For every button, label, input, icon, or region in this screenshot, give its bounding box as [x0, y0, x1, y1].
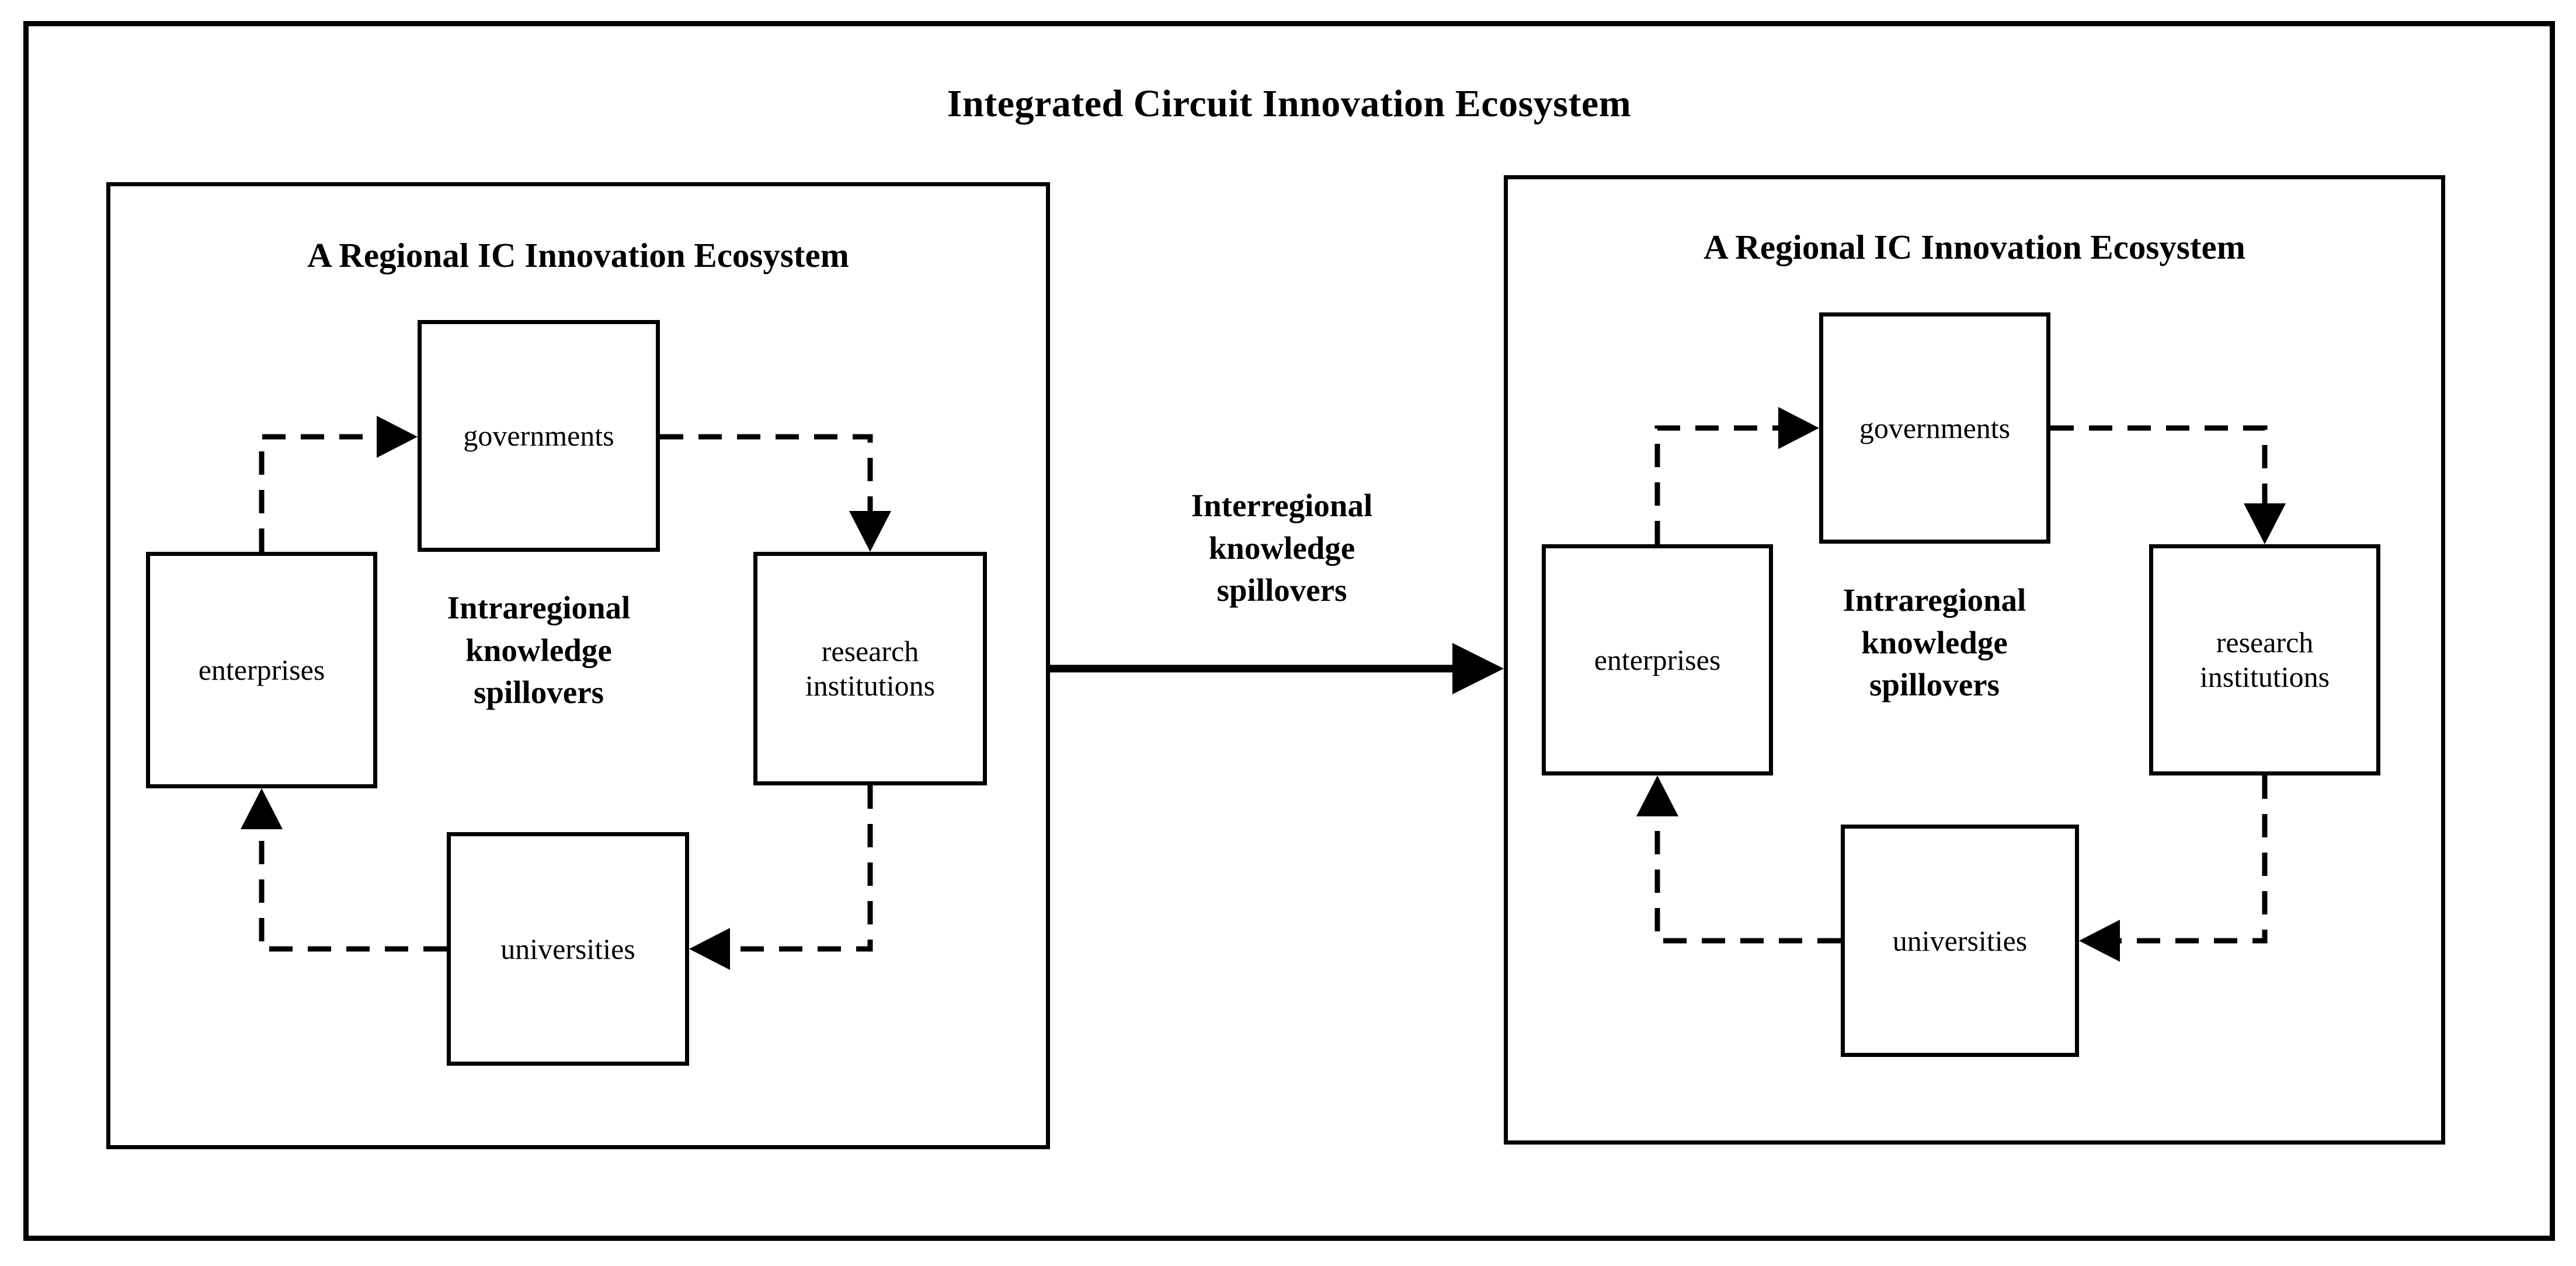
interregional-caption: Interregional knowledge spillovers	[1191, 488, 1373, 608]
node-universities-left[interactable]: universities	[447, 832, 689, 1066]
edge-enterprises-to-governments-right	[1654, 407, 1819, 544]
intraregional-caption-left: Intraregional knowledge spillovers	[447, 590, 631, 711]
node-enterprises-right[interactable]: enterprises	[1542, 544, 1773, 775]
node-enterprises-left[interactable]: enterprises	[146, 552, 377, 788]
node-universities-right[interactable]: universities	[1841, 825, 2079, 1057]
node-research-institutions-left[interactable]: research institutions	[753, 552, 987, 785]
page-title: Integrated Circuit Innovation Ecosystem	[947, 82, 1632, 125]
node-governments-left[interactable]: governments	[418, 320, 660, 552]
interregional-arrow	[1050, 643, 1504, 694]
edge-governments-to-research-left	[660, 434, 891, 552]
edge-universities-to-enterprises-right	[1636, 775, 1841, 944]
node-research-institutions-right[interactable]: research institutions	[2149, 544, 2380, 775]
edge-governments-to-research-right	[2050, 425, 2286, 544]
edge-enterprises-to-governments-left	[259, 416, 418, 552]
panel-title-right: A Regional IC Innovation Ecosystem	[1704, 228, 2245, 266]
edge-research-to-universities-right	[2079, 775, 2268, 962]
intraregional-caption-right: Intraregional knowledge spillovers	[1843, 582, 2026, 703]
edge-universities-to-enterprises-left	[241, 788, 447, 952]
node-governments-right[interactable]: governments	[1819, 312, 2050, 544]
panel-title-left: A Regional IC Innovation Ecosystem	[307, 236, 849, 274]
edge-research-to-universities-left	[689, 785, 873, 970]
